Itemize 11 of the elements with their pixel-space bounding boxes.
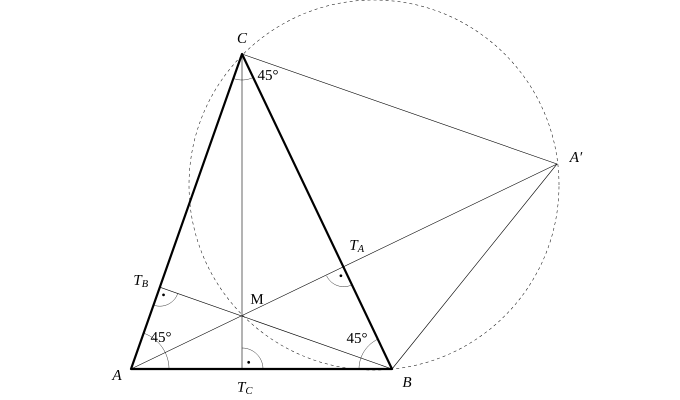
point-label: T$_{B}$ [134,275,148,287]
point-label: T$_{C}$ [238,382,252,394]
point-label: B [402,377,412,387]
point-label: C [238,32,248,44]
point-label: A [112,370,122,380]
point-label: T$_{A}$ [350,240,364,252]
point-label: M [250,294,264,304]
angle-label: 45° [258,70,278,80]
point-label: A′ [568,152,582,162]
angle-label: 45° [150,332,171,342]
angle-label: 45° [346,332,367,344]
